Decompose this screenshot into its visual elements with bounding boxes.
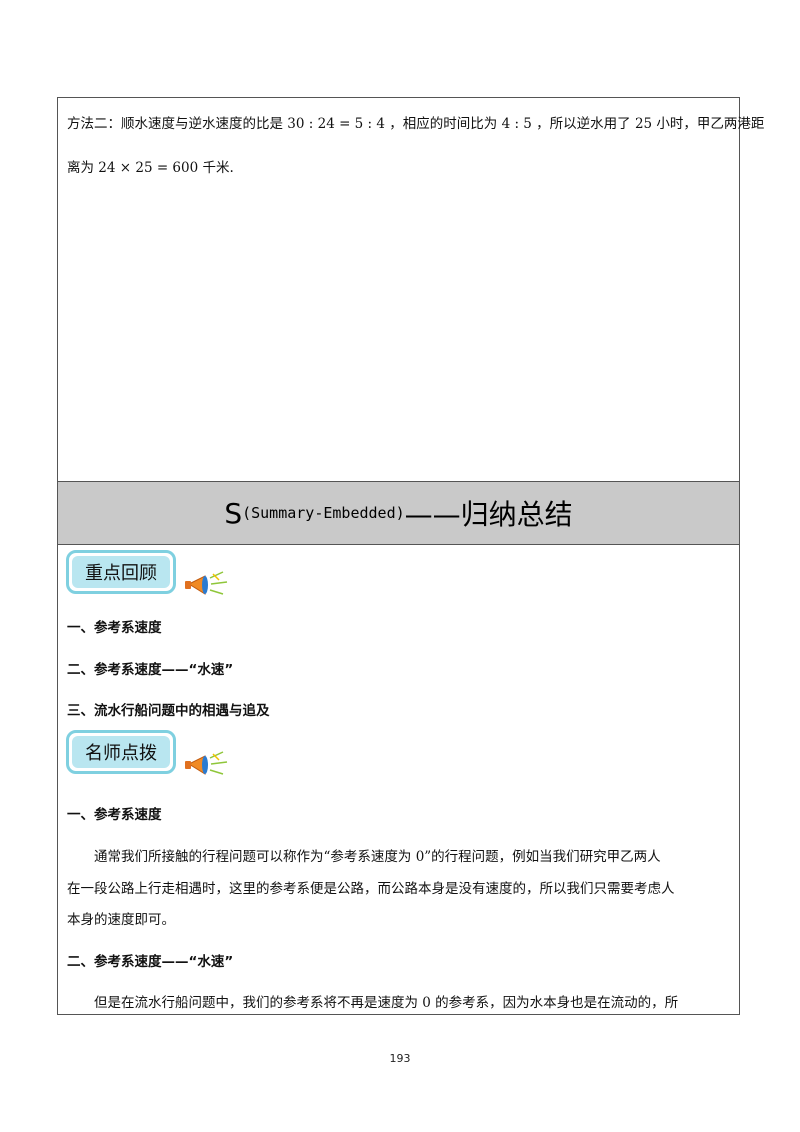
page-number: 193 <box>389 1052 411 1065</box>
megaphone-icon <box>185 571 228 595</box>
review-item-3: 三、流水行船问题中的相遇与追及 <box>67 703 270 719</box>
banner-prefix: S <box>224 496 243 530</box>
teacher-tips-label: 名师点拨 <box>72 736 170 768</box>
key-review-label: 重点回顾 <box>72 556 170 588</box>
method2-line2: 离为 24 × 25 = 600 千米. <box>67 160 234 176</box>
summary-banner: S (Summary-Embedded) ——归纳总结 <box>58 481 739 545</box>
key-review-badge: 重点回顾 <box>66 550 176 594</box>
para1-line2: 在一段公路上行走相遇时，这里的参考系便是公路，而公路本身是没有速度的，所以我们只… <box>67 881 675 897</box>
para1-line3: 本身的速度即可。 <box>67 912 175 928</box>
method2-line1: 方法二：顺水速度与逆水速度的比是 30 : 24 = 5 : 4 ，相应的时间比… <box>67 116 765 132</box>
review-item-2: 二、参考系速度——“水速” <box>67 662 234 678</box>
teacher-tips-badge: 名师点拨 <box>66 730 176 774</box>
para2-line1: 但是在流水行船问题中，我们的参考系将不再是速度为 0 的参考系，因为水本身也是在… <box>94 995 679 1011</box>
banner-title: ——归纳总结 <box>404 498 573 531</box>
megaphone-icon <box>185 751 228 775</box>
tips-heading-2: 二、参考系速度——“水速” <box>67 954 234 970</box>
review-item-1: 一、参考系速度 <box>67 620 162 636</box>
banner-paren: (Summary-Embedded) <box>242 504 405 522</box>
tips-heading-1: 一、参考系速度 <box>67 807 162 823</box>
content-frame: 方法二：顺水速度与逆水速度的比是 30 : 24 = 5 : 4 ，相应的时间比… <box>57 97 764 1015</box>
para1-line1: 通常我们所接触的行程问题可以称作为“参考系速度为 0”的行程问题，例如当我们研究… <box>94 849 661 865</box>
